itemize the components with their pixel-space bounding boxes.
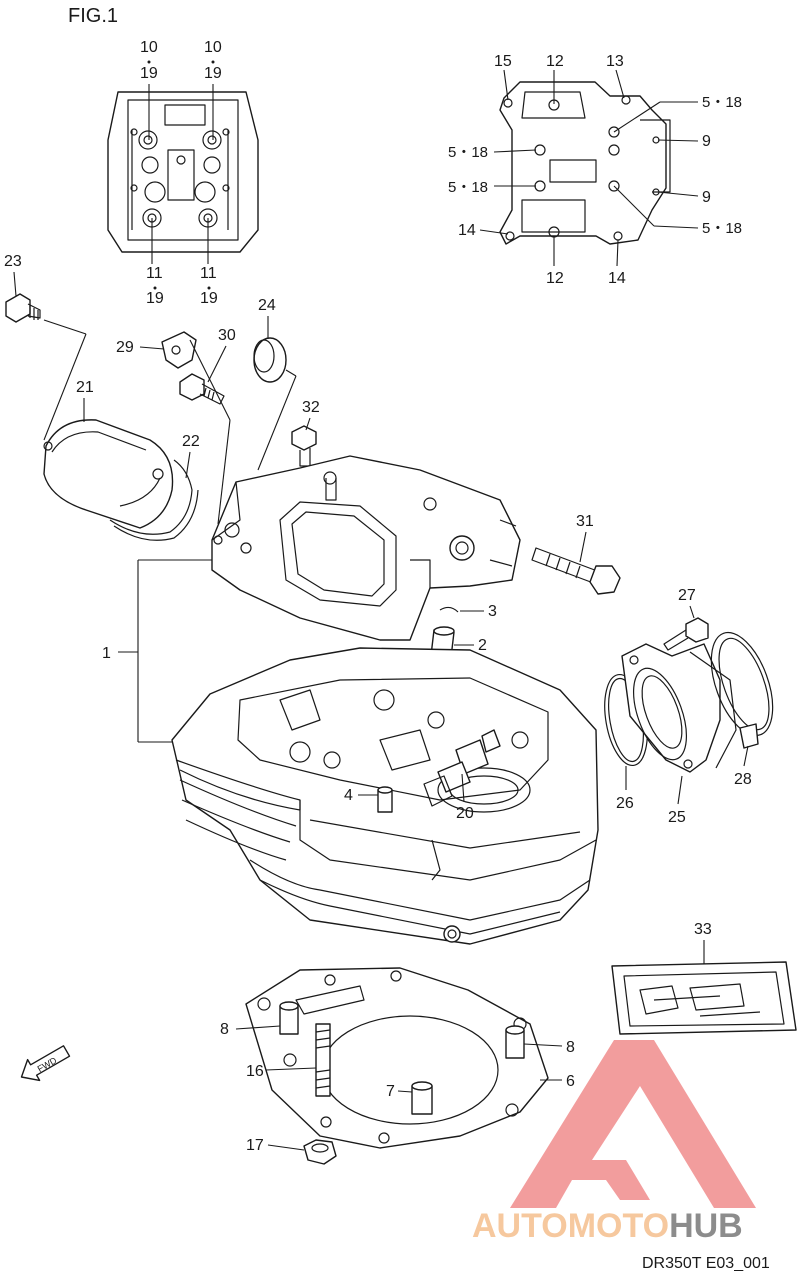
label-19-right: 19 [204,65,222,82]
cam-housing [211,455,521,641]
gasket-kit-33 [611,961,797,1035]
label-10-right: 10 [204,39,222,56]
dowel-7 [411,1081,433,1115]
label-25: 25 [668,809,686,826]
label-16: 16 [246,1063,264,1080]
label-19-right-bottom: 19 [200,290,218,307]
label-5-18-a: 5・18 [702,94,742,111]
label-9-a: 9 [702,133,711,150]
label-15: 15 [494,53,512,70]
bolt-27 [663,617,709,651]
label-14-right: 14 [608,270,626,287]
figure-title: FIG.1 [68,5,118,27]
label-24: 24 [258,297,276,314]
label-14-left: 14 [458,222,476,239]
label-10-left: 10 [140,39,158,56]
label-22: 22 [182,433,200,450]
head-top-view [107,91,259,253]
svg-text:AUTOMOTOHUB: AUTOMOTOHUB [472,1207,743,1245]
intake-pipe-25 [621,643,737,773]
dowel-4 [377,786,393,813]
head-gasket-6 [245,967,549,1149]
plug-24 [253,337,287,383]
label-28: 28 [734,771,752,788]
label-19-left: 19 [140,65,158,82]
gasket-22 [109,459,199,541]
diagram-code: DR350T E03_001 [642,1255,770,1272]
label-5-18-d: 5・18 [702,220,742,237]
label-21: 21 [76,379,94,396]
clip-3 [439,606,459,613]
label-27: 27 [678,587,696,604]
nut-17 [303,1139,337,1165]
cover-21 [43,419,174,529]
label-8-left: 8 [220,1021,229,1038]
label-4: 4 [344,787,353,804]
label-6: 6 [566,1073,575,1090]
spark-plug-20 [423,729,501,807]
dowel-8-right [505,1025,525,1059]
label-33: 33 [694,921,712,938]
label-19-left-bottom: 19 [146,290,164,307]
label-9-b: 9 [702,189,711,206]
label-29: 29 [116,339,134,356]
bolt-30 [179,373,225,405]
bolt-32 [291,425,317,467]
label-11-right: 11 [200,265,217,282]
label-12-bottom: 12 [546,270,564,287]
label-2: 2 [478,637,487,654]
clamp-28 [710,631,774,749]
label-13: 13 [606,53,624,70]
cam-housing-gasket [499,81,671,245]
bolt-31 [531,547,621,595]
label-5-18-b: 5・18 [448,144,488,161]
clip-29 [161,331,197,369]
label-17: 17 [246,1137,264,1154]
label-20: 20 [456,805,474,822]
label-8-right: 8 [566,1039,575,1056]
label-7: 7 [386,1083,395,1100]
label-3: 3 [488,603,497,620]
label-5-18-c: 5・18 [448,179,488,196]
fwd-arrow-icon: FWD [20,1045,71,1082]
label-32: 32 [302,399,320,416]
label-26: 26 [616,795,634,812]
label-23: 23 [4,253,22,270]
dowel-8-left [279,1001,299,1035]
watermark-logo: AUTOMOTOHUB [472,1040,756,1245]
bolt-23 [5,293,41,323]
label-30: 30 [218,327,236,344]
label-12-top: 12 [546,53,564,70]
stud-16 [315,1023,331,1097]
label-11-left: 11 [146,265,163,282]
label-1: 1 [102,645,111,662]
label-31: 31 [576,513,594,530]
